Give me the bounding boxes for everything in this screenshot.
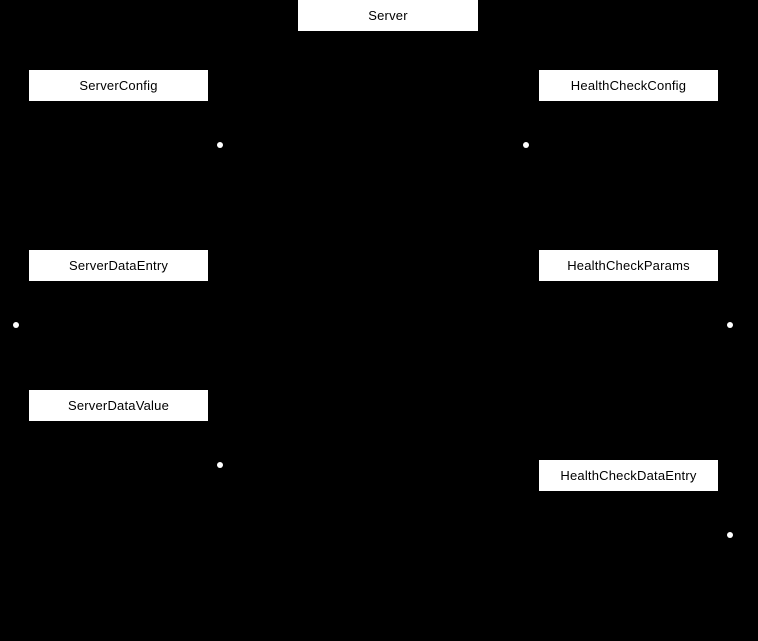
class-node-server-config[interactable]: ServerConfig [29, 70, 208, 101]
connector-dot-icon [13, 322, 19, 328]
class-node-label: HealthCheckConfig [570, 78, 687, 93]
class-node-server-data-value[interactable]: ServerDataValue [29, 390, 208, 421]
class-node-label: ServerConfig [79, 78, 158, 93]
class-node-health-check-config[interactable]: HealthCheckConfig [539, 70, 718, 101]
class-node-label: Server [368, 8, 408, 23]
connector-dot-icon [523, 142, 529, 148]
class-node-label: HealthCheckDataEntry [560, 468, 697, 483]
class-node-label: ServerDataValue [67, 398, 170, 413]
class-node-label: HealthCheckParams [567, 258, 690, 273]
connector-dot-icon [217, 142, 223, 148]
class-node-server-data-entry[interactable]: ServerDataEntry [29, 250, 208, 281]
class-node-health-check-data-entry[interactable]: HealthCheckDataEntry [539, 460, 718, 491]
class-node-label: ServerDataEntry [68, 258, 169, 273]
class-node-health-check-params[interactable]: HealthCheckParams [539, 250, 718, 281]
connector-dot-icon [727, 322, 733, 328]
connector-dot-icon [217, 462, 223, 468]
class-node-server[interactable]: Server [298, 0, 478, 31]
connector-dot-icon [727, 532, 733, 538]
